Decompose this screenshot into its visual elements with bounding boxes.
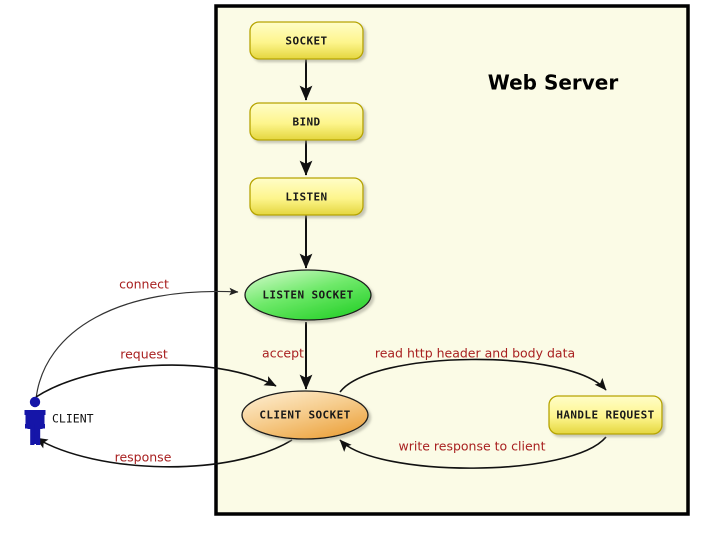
node-handle-request[interactable]: HANDLE REQUEST	[548, 395, 663, 435]
node-socket-label: SOCKET	[285, 35, 327, 48]
edge-label-accept: accept	[262, 346, 304, 361]
node-listen-socket-label: LISTEN SOCKET	[262, 289, 353, 302]
edge-request	[35, 364, 277, 398]
node-bind-label: BIND	[292, 116, 320, 129]
node-client-socket[interactable]: CLIENT SOCKET	[241, 390, 369, 440]
node-socket[interactable]: SOCKET	[249, 21, 364, 60]
node-handle-request-label: HANDLE REQUEST	[556, 409, 654, 422]
client-actor[interactable]: CLIENT	[24, 396, 94, 445]
web-server-title: Web Server	[488, 71, 619, 95]
edge-connect	[35, 287, 239, 400]
edge-label-connect: connect	[119, 277, 169, 292]
edge-read-request	[339, 358, 607, 393]
node-listen-socket[interactable]: LISTEN SOCKET	[244, 269, 372, 321]
person-icon	[24, 396, 46, 445]
node-listen-label: LISTEN	[285, 191, 327, 204]
edge-label-read-request: read http header and body data	[375, 346, 575, 361]
edge-response	[35, 437, 293, 468]
edge-label-write-response: write response to client	[398, 439, 545, 454]
node-listen[interactable]: LISTEN	[249, 177, 364, 216]
edge-label-request: request	[120, 347, 168, 362]
node-bind[interactable]: BIND	[249, 102, 364, 141]
edge-write-response	[339, 436, 607, 469]
node-client-socket-label: CLIENT SOCKET	[259, 409, 350, 422]
edge-label-response: response	[115, 450, 172, 465]
client-label: CLIENT	[52, 412, 94, 426]
